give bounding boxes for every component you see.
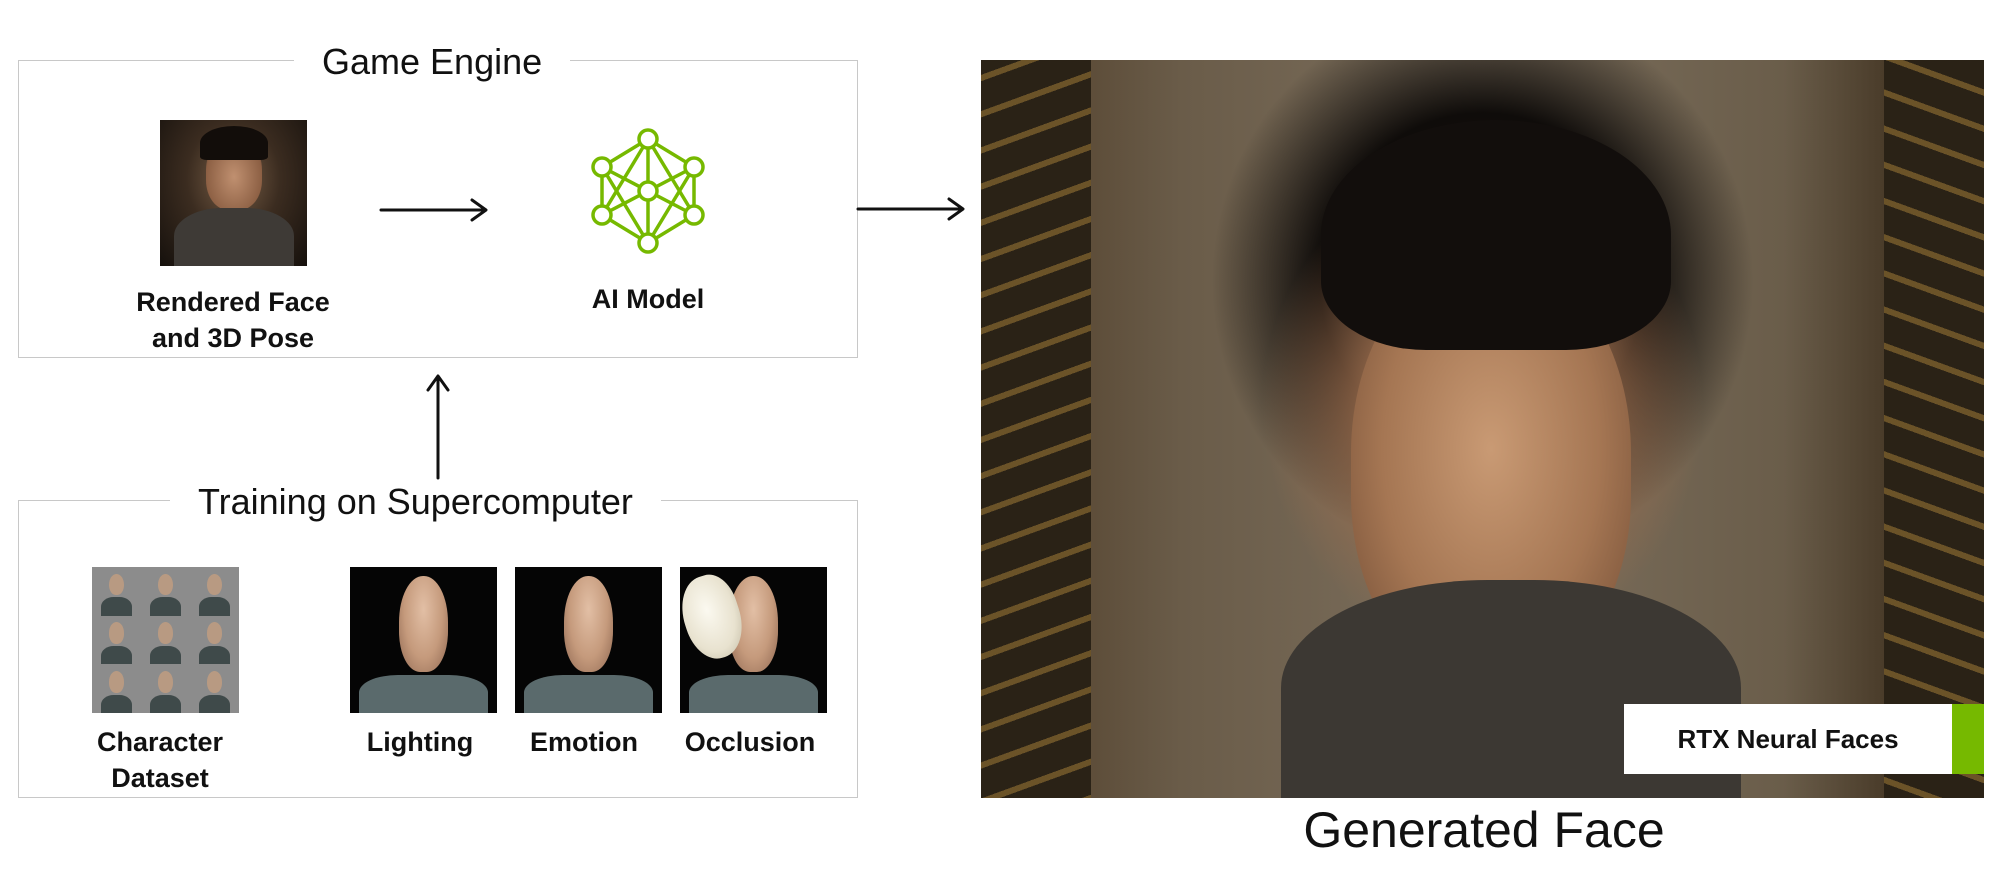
occlusion-label: Occlusion [684, 727, 816, 757]
game-engine-title: Game Engine [294, 42, 571, 82]
generated-face-label: Generated Face [1303, 802, 1665, 858]
character-dataset-label: Character Dataset [60, 724, 260, 796]
character-dataset-label-line1: Character [96, 727, 224, 757]
lighting-label: Lighting [366, 727, 474, 757]
generated-face-image [981, 60, 1984, 798]
ai-model-label: AI Model [591, 284, 705, 314]
lighting-image [350, 567, 497, 713]
occlusion-image [680, 567, 827, 713]
rtx-neural-faces-badge: RTX Neural Faces [1624, 704, 1984, 774]
rendered-face-label: Rendered Face and 3D Pose [108, 284, 358, 356]
rendered-face-image [160, 120, 307, 266]
character-dataset-label-line2: Dataset [111, 763, 209, 793]
emotion-image [515, 567, 662, 713]
rtx-neural-faces-label: RTX Neural Faces [1677, 724, 1899, 754]
neural-network-icon [591, 128, 705, 254]
character-dataset-image [92, 567, 239, 713]
training-title: Training on Supercomputer [170, 482, 661, 522]
rendered-face-label-line2: and 3D Pose [151, 323, 315, 353]
rendered-face-label-line1: Rendered Face [136, 287, 330, 317]
emotion-label: Emotion [530, 727, 638, 757]
